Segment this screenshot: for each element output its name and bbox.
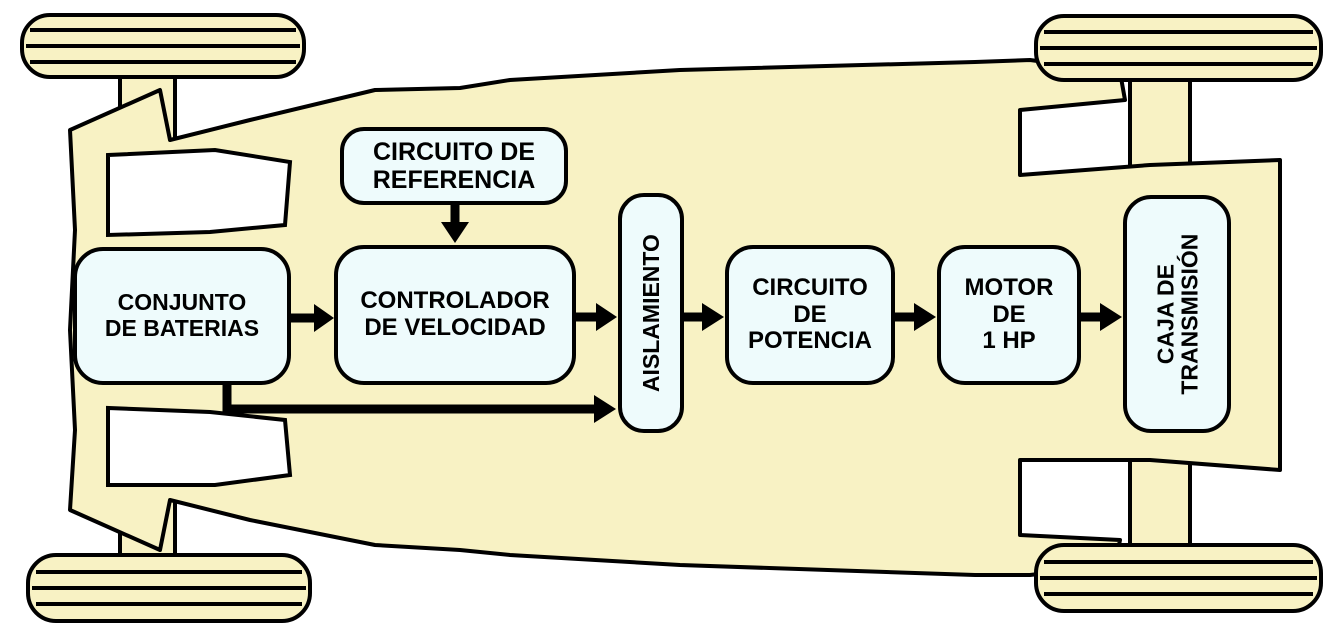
label-conjunto-baterias: CONJUNTO DE BATERIAS xyxy=(104,289,260,341)
front-left-well xyxy=(106,147,293,238)
arrow-motor-caja xyxy=(1079,303,1122,331)
label-controlador-velocidad: CONTROLADOR DE VELOCIDAD xyxy=(360,287,550,341)
front-right-well xyxy=(106,405,293,487)
label-caja-transmision: CAJA DE TRANSMISIÓN xyxy=(1151,233,1202,395)
arrow-baterias-controlador xyxy=(290,304,334,332)
label-aislamiento: AISLAMIENTO xyxy=(637,233,664,393)
block-conjunto-baterias: CONJUNTO DE BATERIAS xyxy=(73,247,291,385)
block-controlador-velocidad: CONTROLADOR DE VELOCIDAD xyxy=(334,245,576,385)
label-motor: MOTOR DE 1 HP xyxy=(964,273,1054,355)
wheel-rear-top xyxy=(1034,14,1323,82)
arrow-aislamiento-potencia xyxy=(683,303,724,331)
arrow-controlador-aislamiento xyxy=(574,303,617,331)
wheel-front-bottom xyxy=(26,553,312,623)
block-circuito-referencia: CIRCUITO DE REFERENCIA xyxy=(340,127,568,205)
arrow-referencia-controlador xyxy=(441,203,469,243)
wheel-rear-bottom xyxy=(1034,543,1323,613)
arrow-baterias-aislamiento xyxy=(222,383,616,423)
wheel-front-top xyxy=(20,13,306,79)
block-circuito-potencia: CIRCUITO DE POTENCIA xyxy=(725,245,895,385)
arrow-potencia-motor xyxy=(893,303,936,331)
label-circuito-potencia: CIRCUITO DE POTENCIA xyxy=(747,273,872,355)
block-motor: MOTOR DE 1 HP xyxy=(937,245,1081,385)
block-aislamiento: AISLAMIENTO xyxy=(618,193,684,433)
block-caja-transmision: CAJA DE TRANSMISIÓN xyxy=(1123,195,1231,433)
label-circuito-referencia: CIRCUITO DE REFERENCIA xyxy=(372,138,536,194)
